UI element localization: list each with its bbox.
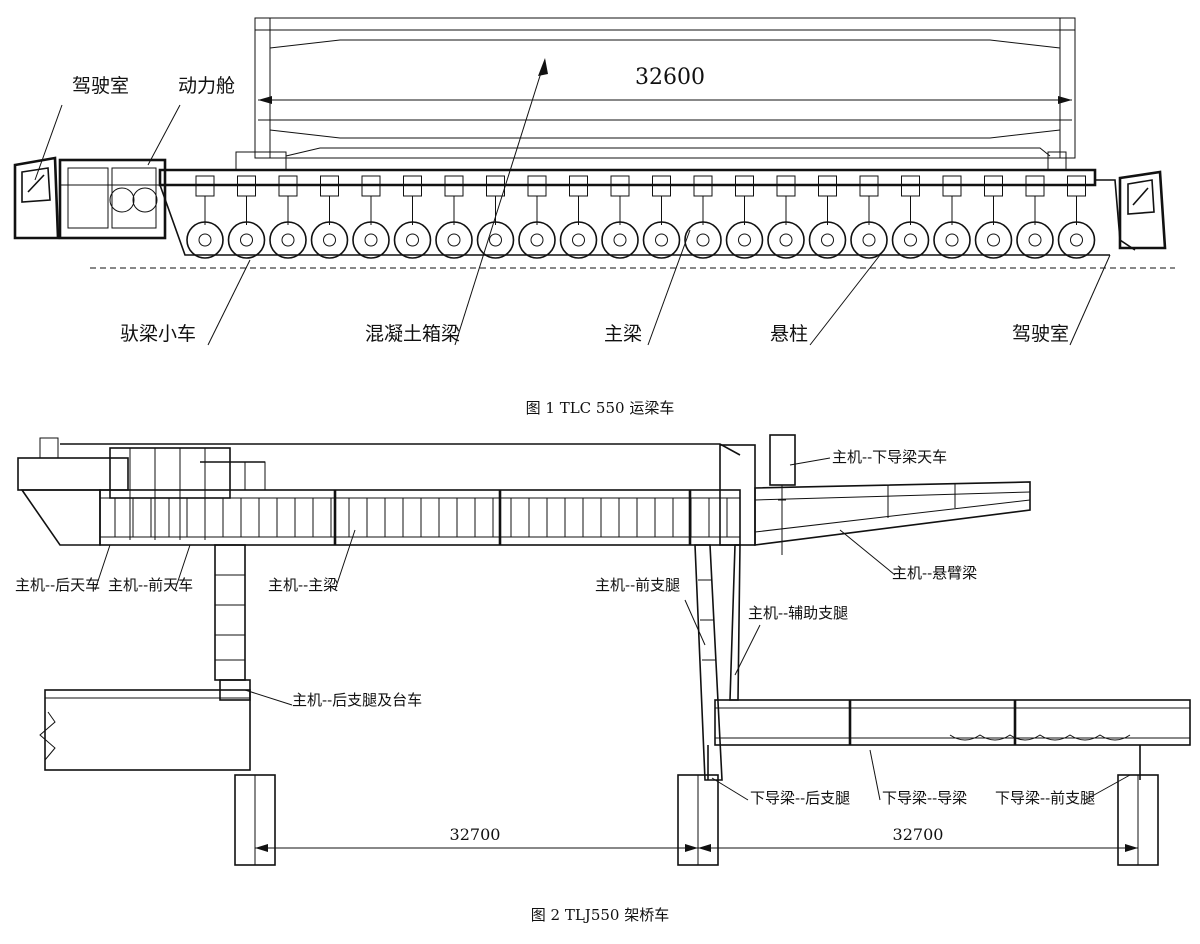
dimension-right-label: 32700	[893, 825, 944, 844]
rear-cranes	[17, 437, 266, 546]
top-chord-and-cantilever	[60, 443, 1031, 546]
figure2-leaders	[94, 457, 1131, 801]
box-girder-supports	[235, 147, 1067, 171]
dimension-32600-label: 32600	[635, 65, 705, 90]
label-lower-guide-crane: 主机--下导梁天车	[832, 448, 947, 466]
lower-guide-beam	[707, 699, 1191, 780]
wheel-set	[186, 175, 224, 259]
wheel-set	[1057, 175, 1096, 259]
wheel-set	[767, 175, 805, 259]
cab-left	[13, 156, 60, 240]
figure2-tlj550-launcher: 32700 32700 主机--后天车 主机--前天车 主机--主梁 主机--后…	[15, 434, 1191, 924]
wheel-set	[808, 175, 847, 259]
figure1-tlc550-carrier: 32600	[13, 17, 1175, 417]
figure2-labels: 主机--后天车 主机--前天车 主机--主梁 主机--后支腿及台车 主机--前支…	[15, 448, 1095, 807]
wheel-set	[559, 175, 598, 259]
wheel-set	[891, 175, 930, 259]
piers	[234, 774, 1159, 866]
wheel-set	[352, 175, 390, 259]
wheel-set	[974, 175, 1013, 259]
label-box-girder: 混凝土箱梁	[365, 323, 460, 345]
label-front-leg: 主机--前支腿	[595, 576, 680, 594]
wheel-set	[725, 175, 764, 259]
label-cantilever: 主机--悬臂梁	[892, 564, 977, 582]
figure1-leaders	[34, 58, 1111, 346]
wheel-set	[1016, 175, 1054, 259]
wheel-set	[933, 175, 971, 259]
label-front-crane: 主机--前天车	[108, 576, 193, 594]
wheel-set	[393, 175, 432, 259]
wheel-set	[435, 175, 473, 259]
label-aux-leg: 主机--辅助支腿	[748, 604, 848, 622]
box-girder-outline	[254, 17, 1076, 159]
wheel-sets	[186, 175, 1096, 259]
label-suspension-column: 悬柱	[770, 323, 808, 345]
existing-bridge-deck	[39, 689, 251, 771]
wheel-set	[227, 175, 266, 259]
label-lower-guide-rear-leg: 下导梁--后支腿	[750, 789, 850, 807]
wheel-set	[476, 175, 515, 259]
figure2-caption: 图 2 TLJ550 架桥车	[531, 906, 669, 924]
power-cabin	[58, 158, 167, 240]
label-power-cabin: 动力舱	[178, 75, 235, 97]
main-girder-panels	[114, 498, 728, 537]
auxiliary-leg	[729, 544, 741, 701]
wheel-set	[601, 175, 639, 259]
label-lower-guide-beam: 下导梁--导梁	[882, 789, 967, 807]
front-leg	[694, 544, 723, 781]
wheel-set	[518, 175, 556, 259]
figure1-labels: 驾驶室 动力舱 驮梁小车 混凝土箱梁 主梁 悬柱 驾驶室	[72, 75, 1069, 345]
wheel-set	[850, 175, 888, 259]
label-rear-crane: 主机--后天车	[15, 576, 100, 594]
wheel-set	[642, 175, 681, 259]
label-cab-left: 驾驶室	[72, 75, 129, 97]
main-girder-body	[90, 168, 1175, 269]
label-lower-guide-front-leg: 下导梁--前支腿	[995, 789, 1095, 807]
dimension-32600: 32600	[258, 65, 1072, 121]
cab-right	[1118, 170, 1167, 250]
figure1-caption: 图 1 TLC 550 运梁车	[526, 399, 675, 417]
lower-guide-crane	[769, 434, 796, 555]
main-girder-truss	[99, 489, 741, 546]
label-main-girder: 主梁	[604, 323, 642, 345]
label-rear-leg-trolley: 主机--后支腿及台车	[292, 691, 422, 709]
wheel-set	[684, 175, 722, 259]
label-trolley: 驮梁小车	[120, 323, 196, 345]
label-main-girder-2: 主机--主梁	[268, 576, 338, 594]
rear-leg-and-trolley	[214, 544, 251, 701]
wheel-set	[269, 175, 307, 259]
wheel-set	[310, 175, 349, 259]
dimension-32700: 32700 32700	[255, 825, 1138, 852]
label-cab-right: 驾驶室	[1012, 323, 1069, 345]
dimension-left-label: 32700	[450, 825, 501, 844]
